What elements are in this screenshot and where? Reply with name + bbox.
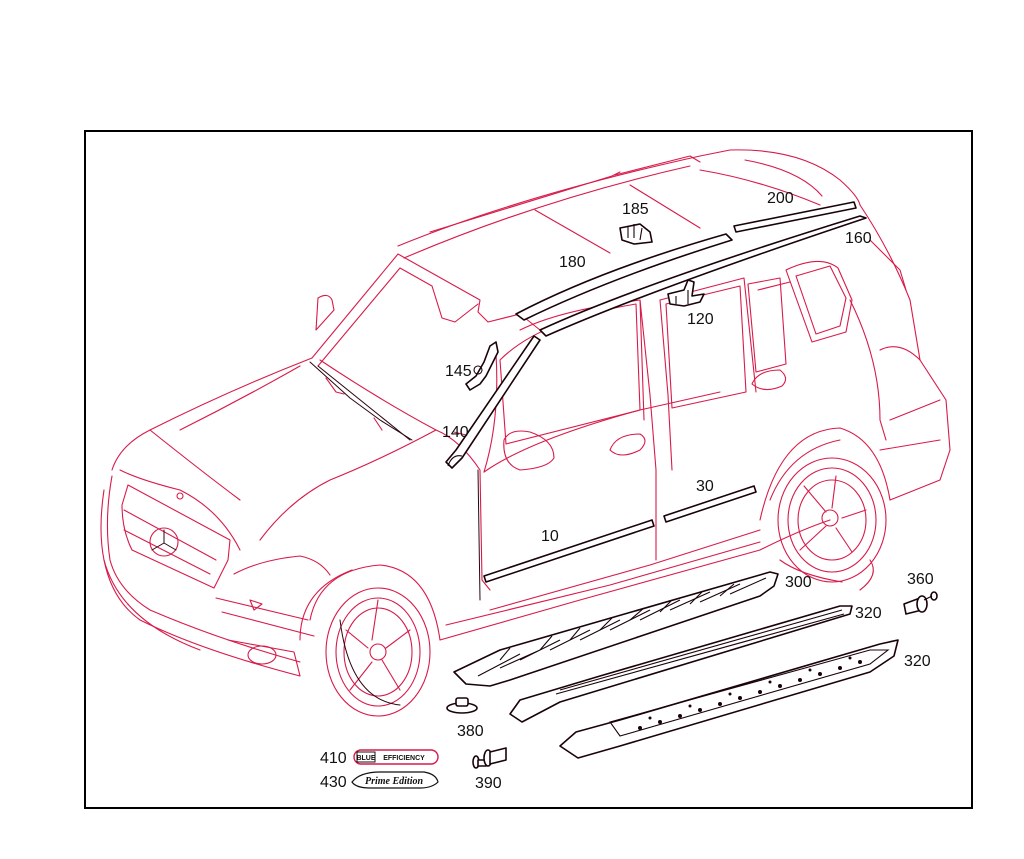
part-145-clip[interactable] xyxy=(465,341,499,391)
callout-30[interactable]: 30 xyxy=(696,478,714,495)
part-320-running-board-upper[interactable] xyxy=(509,605,853,723)
vehicle-outline xyxy=(100,149,951,717)
part-180-roof-rail-front[interactable] xyxy=(515,233,733,321)
part-140-a-pillar-trim[interactable] xyxy=(445,335,541,469)
callout-430[interactable]: 430 xyxy=(320,774,347,791)
callout-200[interactable]: 200 xyxy=(767,190,794,207)
badge-410-text: EFFICIENCY xyxy=(383,755,425,762)
callout-180[interactable]: 180 xyxy=(559,254,586,271)
callout-185[interactable]: 185 xyxy=(622,201,649,218)
parts: BLUE EFFICIENCY Prime Edition xyxy=(351,201,938,789)
part-10-front-door-moulding[interactable] xyxy=(483,519,655,583)
callout-360[interactable]: 380 xyxy=(457,723,484,740)
part-120-clip[interactable] xyxy=(667,279,705,307)
badge-410[interactable]: BLUE EFFICIENCY xyxy=(353,749,439,765)
callout-300[interactable]: 300 xyxy=(785,574,812,591)
callout-10[interactable]: 10 xyxy=(541,528,559,545)
part-360-nut[interactable] xyxy=(446,697,478,714)
callout-120[interactable]: 120 xyxy=(687,311,714,328)
callout-410[interactable]: 410 xyxy=(320,750,347,767)
badge-430[interactable]: Prime Edition xyxy=(351,771,439,789)
callouts: 185 200 160 180 120 145 140 30 10 300 36… xyxy=(320,190,934,792)
part-380-rivet[interactable] xyxy=(472,747,507,769)
part-30-rear-door-moulding[interactable] xyxy=(663,485,757,523)
part-300-running-board-bracket[interactable] xyxy=(453,571,779,687)
diagram-frame xyxy=(84,130,973,809)
callout-390[interactable]: 360 xyxy=(907,571,934,588)
callout-320-upper[interactable]: 320 xyxy=(855,605,882,622)
part-200-roof-rail-rear[interactable] xyxy=(733,201,857,233)
part-185-bracket[interactable] xyxy=(619,223,653,245)
part-320-running-board-lower[interactable] xyxy=(559,639,899,759)
part-390-screw[interactable] xyxy=(903,591,938,615)
part-160-roof-moulding[interactable] xyxy=(539,215,867,337)
callout-140[interactable]: 140 xyxy=(442,424,469,441)
badge-430-text: Prime Edition xyxy=(365,776,424,787)
callout-380[interactable]: 390 xyxy=(475,775,502,792)
callout-320-lower[interactable]: 320 xyxy=(904,653,931,670)
callout-160[interactable]: 160 xyxy=(845,230,872,247)
callout-145[interactable]: 145 xyxy=(445,363,472,380)
badge-410-box-text: BLUE xyxy=(356,755,375,762)
